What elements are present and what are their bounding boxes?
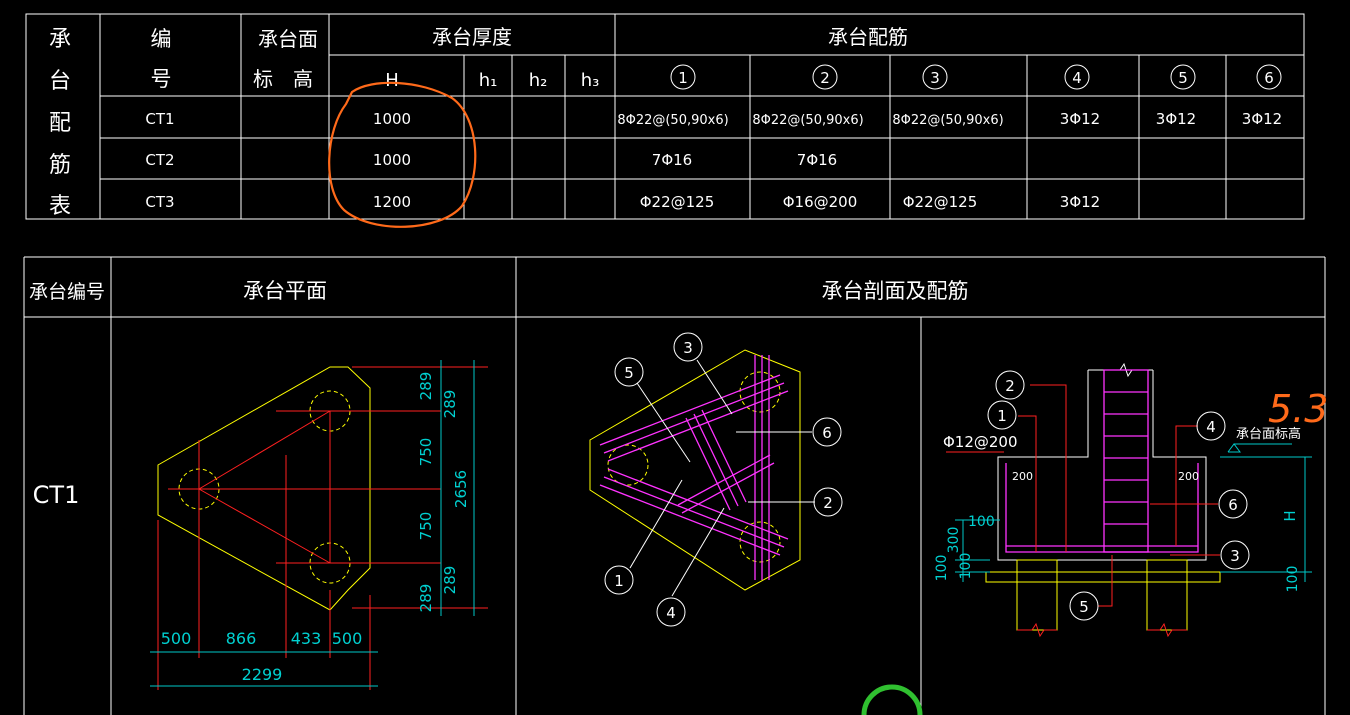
cap-plan-view: 289 289 750 2656 750 289 289 500 866 433… — [150, 360, 488, 690]
row-rebar-3: Φ22@125 — [903, 193, 978, 211]
row-id: CT2 — [145, 151, 174, 169]
table-row: CT1 1000 8Φ22@(50,90x6) 8Φ22@(50,90x6) 8… — [145, 110, 1282, 128]
markup-circle — [328, 81, 477, 228]
dim-H: H — [1281, 510, 1299, 521]
dim-289: 289 — [417, 372, 435, 401]
table-title-char: 筋 — [49, 153, 71, 178]
row-thickness: 1000 — [373, 110, 411, 128]
section-callout-3: 3 — [1230, 547, 1240, 565]
row-rebar-5: 3Φ12 — [1156, 110, 1196, 128]
table-title-char: 台 — [49, 69, 71, 94]
dim-433: 433 — [291, 629, 322, 648]
cover-left: 200 — [1012, 470, 1033, 483]
cap-outline — [157, 366, 371, 611]
cap-rebar-plan: 5 3 6 2 1 4 — [589, 332, 843, 627]
status-indicator-icon[interactable] — [861, 684, 923, 715]
col-header-section: 承台剖面及配筋 — [822, 279, 969, 303]
dim-866: 866 — [226, 629, 257, 648]
row-rebar-3: 8Φ22@(50,90x6) — [892, 113, 1003, 128]
header-rebar-1: 1 — [678, 69, 688, 87]
dim-100: 100 — [958, 553, 974, 580]
table-row: CT2 1000 7Φ16 7Φ16 — [145, 151, 837, 169]
header-rebar-group: 承台配筋 — [828, 25, 908, 49]
dim-750: 750 — [417, 438, 435, 467]
header-rebar-5: 5 — [1178, 69, 1188, 87]
row-rebar-2: 7Φ16 — [797, 151, 837, 169]
rebar-callout-5: 5 — [624, 364, 634, 382]
stirrup-note: Φ12@200 — [943, 433, 1018, 451]
header-id-char: 号 — [151, 67, 172, 91]
header-h3: h₃ — [581, 70, 600, 91]
row-rebar-1: 8Φ22@(50,90x6) — [617, 113, 728, 128]
header-rebar-3: 3 — [930, 69, 940, 87]
row-thickness: 1000 — [373, 151, 411, 169]
dim-289: 289 — [441, 566, 459, 595]
header-rebar-numbers: 1 2 3 4 5 6 — [670, 64, 1282, 90]
handwritten-markup: 5.3 — [1268, 387, 1328, 431]
dim-500: 500 — [161, 629, 192, 648]
cap-section-view: 2 1 4 6 3 5 Φ12@200 承台面标高 200 200 H 100 … — [934, 362, 1328, 638]
dim-500: 500 — [332, 629, 363, 648]
header-rebar-6: 6 — [1264, 69, 1274, 87]
row-rebar-4: 3Φ12 — [1060, 193, 1100, 211]
rebar-cap-outline — [589, 349, 801, 591]
col-header-plan: 承台平面 — [243, 279, 327, 303]
row-id: CT3 — [145, 193, 174, 211]
row-rebar-1: 7Φ16 — [652, 151, 692, 169]
dim-300: 300 — [946, 527, 962, 554]
header-thickness-H: H — [385, 70, 399, 91]
dim-100: 100 — [1285, 566, 1301, 593]
rebar-callout-4: 4 — [666, 604, 676, 622]
section-callout-5: 5 — [1079, 598, 1089, 616]
dim-2299: 2299 — [242, 665, 283, 684]
row-rebar-4: 3Φ12 — [1060, 110, 1100, 128]
rebar-schedule-table: 承 台 配 筋 表 编 号 承台面 标 高 承台厚度 承台配筋 H h₁ h₂ … — [25, 13, 1305, 228]
detail-table: 承台编号 承台平面 承台剖面及配筋 CT1 — [23, 256, 1326, 715]
col-header-id: 承台编号 — [29, 281, 105, 303]
table-title-char: 承 — [49, 27, 71, 52]
header-rebar-4: 4 — [1072, 69, 1082, 87]
section-callout-2: 2 — [1005, 377, 1015, 395]
plan-dimensions: 289 289 750 2656 750 289 289 500 866 433… — [150, 360, 475, 687]
rebar-callout-3: 3 — [683, 339, 693, 357]
cover-right: 200 — [1178, 470, 1199, 483]
header-h2: h₂ — [529, 70, 548, 91]
table-row: CT3 1200 Φ22@125 Φ16@200 Φ22@125 3Φ12 — [145, 193, 1100, 211]
rebar-callout-1: 1 — [614, 572, 624, 590]
row-rebar-6: 3Φ12 — [1242, 110, 1282, 128]
row-rebar-2: Φ16@200 — [783, 193, 858, 211]
section-callout-1: 1 — [997, 407, 1007, 425]
header-id-char: 编 — [151, 27, 172, 51]
row-rebar-2: 8Φ22@(50,90x6) — [752, 113, 863, 128]
top-elevation-label: 承台面标高 — [1236, 426, 1301, 442]
rebar-callout-6: 6 — [822, 424, 832, 442]
row-rebar-1: Φ22@125 — [640, 193, 715, 211]
rebar-callout-2: 2 — [823, 494, 833, 512]
dim-100: 100 — [968, 514, 995, 530]
header-elevation-line1: 承台面 — [258, 27, 318, 51]
dim-289: 289 — [441, 390, 459, 419]
section-callout-4: 4 — [1206, 418, 1216, 436]
header-rebar-2: 2 — [820, 69, 830, 87]
header-h1: h₁ — [479, 70, 498, 91]
table-title-char: 表 — [49, 194, 71, 219]
dim-100: 100 — [934, 555, 950, 582]
row-thickness: 1200 — [373, 193, 411, 211]
section-callout-6: 6 — [1228, 496, 1238, 514]
section-outline — [997, 370, 1207, 561]
dim-750: 750 — [417, 512, 435, 541]
detail-row-id: CT1 — [33, 481, 80, 509]
dim-2656: 2656 — [452, 470, 470, 508]
header-thickness-group: 承台厚度 — [432, 25, 512, 49]
table-border — [25, 13, 1305, 220]
header-elevation-line2: 标 高 — [253, 67, 313, 91]
row-id: CT1 — [145, 110, 174, 128]
table-title-char: 配 — [49, 111, 71, 136]
dim-289: 289 — [417, 584, 435, 613]
